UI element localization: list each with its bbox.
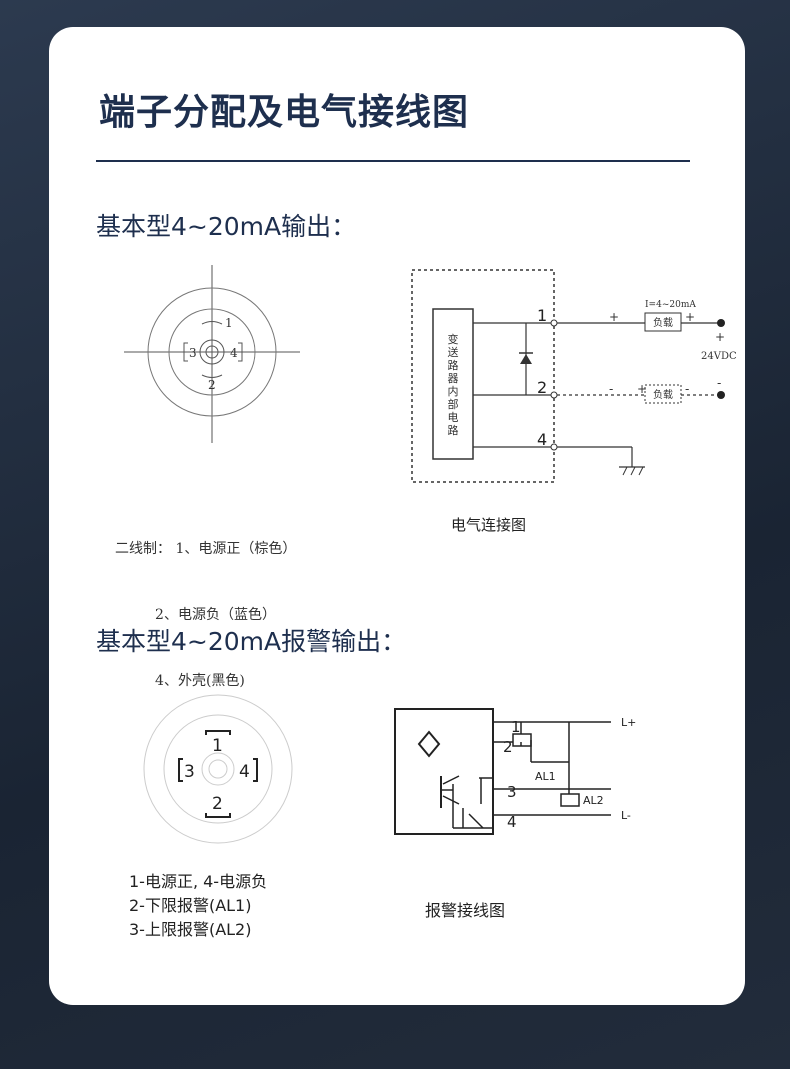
alarm-legend: 1-电源正, 4-电源负 2-下限报警(AL1) 3-上限报警(AL2) bbox=[129, 870, 267, 942]
plus-sign: + bbox=[715, 330, 725, 344]
pin-label: 2 bbox=[208, 378, 216, 392]
terminal-label: 2 bbox=[503, 738, 513, 756]
load-label: 负载 bbox=[653, 316, 673, 329]
pin-label: 3 bbox=[189, 346, 197, 360]
relay-label: AL1 bbox=[535, 770, 556, 783]
line-plus-label: L+ bbox=[621, 716, 636, 729]
terminal-label: 1 bbox=[537, 306, 547, 325]
circuit-box-label: 变送路器内部电路 bbox=[448, 332, 459, 437]
load-label: 负载 bbox=[653, 388, 673, 401]
connector-pinout-diagram: 1 2 3 4 bbox=[124, 265, 300, 443]
plus-sign: + bbox=[685, 310, 695, 324]
minus-sign: - bbox=[685, 382, 689, 396]
terminal-label: 1 bbox=[511, 718, 521, 736]
wiring-legend: 二线制： 1、电源正（棕色） 2、电源负（蓝色） 4、外壳(黑色) bbox=[115, 494, 296, 736]
legend-line: 1-电源正, 4-电源负 bbox=[129, 872, 268, 891]
legend-line: 4、外壳(黑色) bbox=[115, 673, 245, 689]
pin-label: 4 bbox=[230, 346, 238, 360]
pin-label: 1 bbox=[212, 736, 223, 756]
legend-line: 二线制： 1、电源正（棕色） bbox=[115, 541, 297, 557]
pin-label: 3 bbox=[184, 762, 195, 782]
alarm-wiring-diagram: 1 2 3 4 AL1 AL2 L+ L- bbox=[394, 708, 636, 835]
pin-label: 4 bbox=[239, 762, 250, 782]
minus-sign: - bbox=[717, 376, 721, 390]
section1-heading: 基本型4~20mA输出： bbox=[96, 212, 357, 241]
page-title: 端子分配及电气接线图 bbox=[99, 92, 470, 133]
legend-line: 3-上限报警(AL2) bbox=[129, 920, 252, 939]
section2-heading: 基本型4~20mA报警输出： bbox=[96, 627, 407, 656]
plus-sign: + bbox=[609, 310, 619, 324]
current-label: I=4~20mA bbox=[645, 300, 696, 310]
alarm-connector-pinout: 1 2 3 4 bbox=[143, 694, 293, 844]
circuit-box-text: 变送路器内部电路 bbox=[448, 332, 459, 437]
plus-sign: + bbox=[637, 382, 647, 396]
terminal-label: 4 bbox=[507, 813, 517, 831]
electrical-diagram-caption: 电气连接图 bbox=[451, 516, 527, 534]
title-divider bbox=[96, 160, 690, 162]
line-minus-label: L- bbox=[621, 809, 631, 822]
terminal-label: 3 bbox=[507, 783, 517, 801]
electrical-connection-diagram: 变送路器内部电路 1 2 4 负载 I=4~20mA + + + 24VDC 负… bbox=[411, 269, 737, 483]
terminal-label: 4 bbox=[537, 430, 547, 449]
pin-label: 1 bbox=[225, 316, 233, 330]
legend-line: 2、电源负（蓝色） bbox=[115, 607, 276, 623]
content-card: 端子分配及电气接线图 基本型4~20mA输出： 1 2 3 4 二线制： 1、电… bbox=[49, 27, 745, 1005]
legend-line: 2-下限报警(AL1) bbox=[129, 896, 252, 915]
minus-sign: - bbox=[609, 382, 613, 396]
terminal-label: 2 bbox=[537, 378, 547, 397]
relay-label: AL2 bbox=[583, 794, 604, 807]
supply-voltage-label: 24VDC bbox=[701, 351, 737, 362]
alarm-diagram-caption: 报警接线图 bbox=[425, 901, 506, 920]
pin-label: 2 bbox=[212, 794, 223, 814]
